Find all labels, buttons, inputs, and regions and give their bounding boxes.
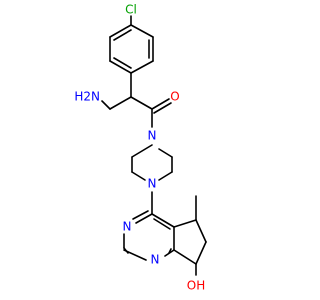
bond: [109, 24, 132, 38]
hydroxyl-label: OH: [187, 279, 205, 293]
piperazine-nitrogen-top-label: N: [148, 129, 157, 143]
amine-label: H2N: [74, 90, 100, 104]
bond: [158, 171, 173, 181]
bond: [153, 102, 172, 114]
bond: [109, 60, 132, 74]
bond: [131, 144, 153, 158]
bond: [130, 60, 154, 74]
bond: [109, 96, 132, 110]
bond: [130, 24, 154, 38]
atom-labels: Cl H2N O N N N N OH: [74, 3, 205, 293]
bond: [123, 249, 147, 261]
bond: [195, 241, 207, 265]
bond: [173, 219, 197, 228]
bond: [135, 213, 153, 224]
piperazine-nitrogen-bottom-label: N: [148, 177, 157, 191]
bond: [113, 57, 132, 69]
bond: [158, 148, 173, 158]
bond: [113, 29, 132, 41]
bond: [131, 171, 146, 181]
bond: [153, 218, 171, 230]
chlorine-label: Cl: [125, 3, 137, 17]
bond-layer: [101, 15, 207, 276]
pyrimidine-nitrogen-bottom-label: N: [151, 253, 160, 267]
bond: [130, 96, 153, 110]
bond: [101, 100, 111, 110]
chemical-structure: Cl H2N O N N N N OH: [74, 3, 207, 293]
bond: [132, 210, 149, 220]
bond: [151, 98, 170, 110]
bond: [195, 219, 207, 243]
bond: [151, 213, 175, 228]
pyrimidine-nitrogen-left-label: N: [123, 220, 132, 234]
bond: [168, 248, 172, 254]
carbonyl-oxygen-label: O: [170, 90, 179, 104]
bond: [173, 249, 197, 265]
